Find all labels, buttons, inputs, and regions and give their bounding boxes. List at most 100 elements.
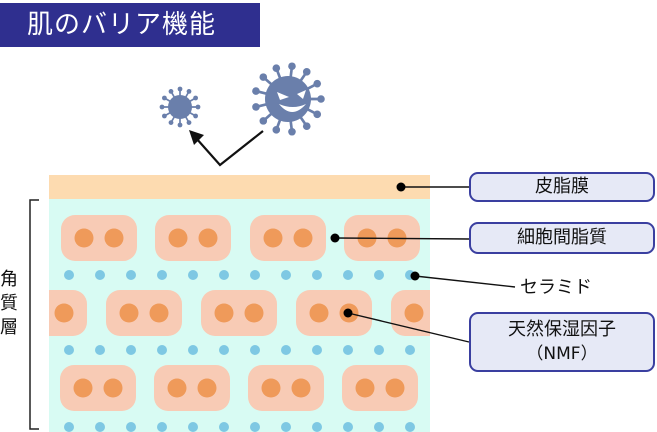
virus-spike-tip xyxy=(195,104,201,110)
nmf-granule xyxy=(309,303,329,323)
virus-spike-tip xyxy=(193,95,198,101)
virus-spike-tip xyxy=(259,73,268,81)
ceramide-dot xyxy=(188,422,198,432)
cell-body xyxy=(391,290,430,336)
ceramide-dot xyxy=(64,345,74,355)
ceramide-dot xyxy=(343,345,353,355)
leader-lines xyxy=(334,186,516,343)
ceramide-dot xyxy=(157,270,167,280)
ceramide-dot xyxy=(188,270,198,280)
nmf-granule xyxy=(103,378,123,398)
ceramide-dot xyxy=(312,345,322,355)
nmf-granule xyxy=(214,303,234,323)
virus-spike-tip xyxy=(168,89,174,94)
nmf-granule xyxy=(54,303,74,323)
nmf-granule xyxy=(385,378,405,398)
nmf-granule xyxy=(73,378,93,398)
virus-eye xyxy=(277,92,289,100)
virus-spike-tip xyxy=(272,64,281,72)
virus-spike-tip xyxy=(177,86,183,92)
ceramide-dot xyxy=(312,270,322,280)
corneocyte xyxy=(250,215,326,261)
ceramide-dot xyxy=(64,270,74,280)
virus-eye xyxy=(297,90,306,99)
virus-spike-tip xyxy=(177,122,183,128)
cell-body xyxy=(342,365,418,411)
cell-body xyxy=(106,290,182,336)
virus-icon xyxy=(159,86,201,128)
cell-body xyxy=(201,290,277,336)
ceramide-dot xyxy=(219,422,229,432)
ceramide-dot xyxy=(374,422,384,432)
leader-dot-ceramide xyxy=(410,271,420,281)
nmf-granule xyxy=(293,228,313,248)
nmf-granule xyxy=(119,303,139,323)
label-lipid-text: 細胞間脂質 xyxy=(517,227,607,248)
title-text: 肌のバリア機能 xyxy=(27,10,217,40)
ceramide-dot xyxy=(95,422,105,432)
side-label-char: 層 xyxy=(0,317,18,338)
ceramide-dot xyxy=(343,270,353,280)
ceramide-dots xyxy=(64,270,415,432)
deflect-arrow-icon xyxy=(189,130,264,167)
virus-spike-tip xyxy=(162,113,167,119)
ceramide-dot xyxy=(188,345,198,355)
corneocyte xyxy=(248,365,324,411)
ceramide-dot xyxy=(157,345,167,355)
nmf-granule xyxy=(244,303,264,323)
leader-dot-nmf xyxy=(343,308,353,318)
label-nmf-sub: （NMF） xyxy=(526,344,598,364)
label-nmf: 天然保湿因子 （NMF） xyxy=(469,312,655,372)
label-nmf-text: 天然保湿因子 xyxy=(508,319,616,340)
cell-body xyxy=(155,215,231,261)
virus-spike-tip xyxy=(252,103,260,111)
virus-spike-tip xyxy=(317,95,325,103)
virus-spike-tip xyxy=(159,104,165,110)
nmf-granule xyxy=(404,303,424,323)
cell-body xyxy=(49,290,87,336)
virus-spike-tip xyxy=(288,127,296,136)
cell-body xyxy=(296,290,372,336)
leader-ceramide xyxy=(414,275,516,288)
virus-spike-tip xyxy=(193,113,198,119)
sebum-layer xyxy=(49,175,430,199)
cell-body xyxy=(250,215,326,261)
corneocyte xyxy=(342,365,418,411)
ceramide-dot xyxy=(126,422,136,432)
ceramide-dot xyxy=(405,345,415,355)
label-ceramide: セラミド xyxy=(520,277,592,298)
label-sebum-text: 皮脂膜 xyxy=(535,176,589,197)
corneocytes xyxy=(49,215,430,411)
virus-mouth xyxy=(279,104,306,112)
stratum-corneum-label: 角 質 層 xyxy=(0,268,20,340)
nmf-granule xyxy=(263,228,283,248)
virus-spike-tip xyxy=(313,110,322,119)
ceramide-dot xyxy=(219,345,229,355)
nmf-granule xyxy=(104,228,124,248)
leader-dots xyxy=(330,182,420,318)
nmf-granule xyxy=(74,228,94,248)
virus-spike-tip xyxy=(186,120,192,125)
virus-spike-tip xyxy=(186,89,192,94)
ceramide-dot xyxy=(281,345,291,355)
ceramide-dot xyxy=(95,270,105,280)
ceramide-dot xyxy=(343,422,353,432)
side-label-char: 質 xyxy=(0,293,18,314)
corneocyte xyxy=(49,290,87,336)
virus-spike-tip xyxy=(302,68,311,76)
ceramide-dot xyxy=(250,270,260,280)
virus-spike-tip xyxy=(288,62,296,71)
side-label-char: 角 xyxy=(0,269,18,290)
corneocyte xyxy=(201,290,277,336)
ceramide-dot xyxy=(219,270,229,280)
ceramide-dot xyxy=(64,422,74,432)
cell-body xyxy=(61,215,137,261)
nmf-granule xyxy=(261,378,281,398)
corneocyte xyxy=(106,290,182,336)
corneocyte xyxy=(155,215,231,261)
virus-spike-tip xyxy=(272,126,281,134)
label-intercellular-lipid: 細胞間脂質 xyxy=(469,222,655,254)
cell-body xyxy=(154,365,230,411)
virus-spike-tip xyxy=(302,122,311,130)
